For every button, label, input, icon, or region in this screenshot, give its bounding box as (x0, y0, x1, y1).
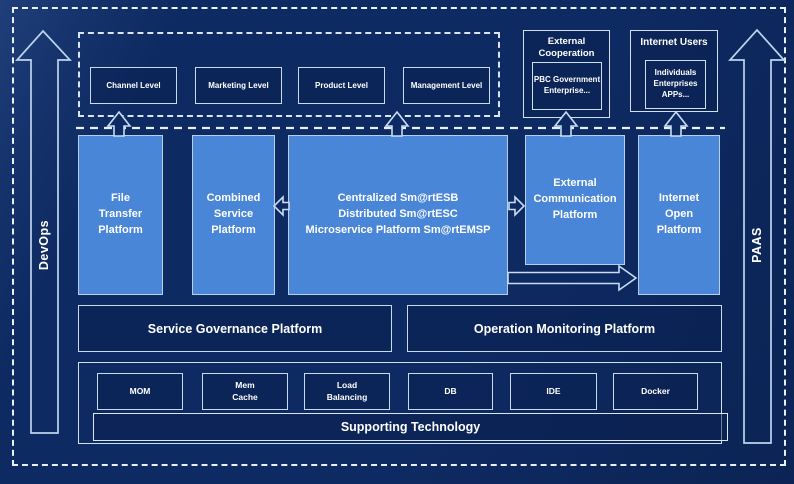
tech-label: Load Balancing (326, 380, 368, 402)
platform-label: File Transfer Platform (98, 192, 143, 236)
tech-box-docker: Docker (613, 373, 698, 410)
tech-label: DB (444, 385, 457, 396)
level-box-management: Management Level (403, 67, 490, 104)
tech-label: Docker (641, 385, 670, 396)
platform-label: Centralized Sm@rtESB Distributed Sm@rtES… (305, 192, 491, 236)
level-label: Management Level (410, 81, 483, 90)
paas-label: PAAS (750, 227, 764, 263)
tech-box-load-balancing: Load Balancing (304, 373, 390, 410)
external-cooperation-box: External Cooperation PBC Government Ente… (523, 30, 610, 118)
platform-label: External Communication Platform (533, 177, 617, 221)
tech-box-mom: MOM (97, 373, 183, 410)
platform-label: Internet Open Platform (656, 192, 702, 236)
tech-label: Mem Cache (232, 380, 258, 402)
level-label: Product Level (315, 81, 368, 90)
internet-open-platform-box: Internet Open Platform (638, 135, 720, 295)
internet-users-members: Individuals Enterprises APPs... (645, 60, 706, 109)
level-box-channel: Channel Level (90, 67, 177, 104)
level-box-marketing: Marketing Level (195, 67, 282, 104)
central-esb-platform-box: Centralized Sm@rtESB Distributed Sm@rtES… (288, 135, 508, 295)
levels-group-dashed-box (78, 32, 500, 117)
service-governance-platform-box: Service Governance Platform (78, 305, 392, 352)
internet-users-title: Internet Users (640, 37, 708, 48)
devops-label: DevOps (37, 219, 51, 271)
platform-label: Combined Service Platform (206, 192, 261, 236)
tech-label: IDE (546, 385, 561, 396)
tech-box-ide: IDE (510, 373, 597, 410)
external-cooperation-title: External Cooperation (538, 36, 595, 59)
supporting-technology-container (78, 362, 722, 444)
tech-box-mem-cache: Mem Cache (202, 373, 288, 410)
governance-label: Operation Monitoring Platform (473, 321, 656, 336)
supporting-technology-bar: Supporting Technology (93, 413, 728, 441)
internet-users-box: Internet Users Individuals Enterprises A… (630, 30, 718, 112)
level-label: Channel Level (106, 81, 161, 90)
level-box-product: Product Level (298, 67, 385, 104)
governance-label: Service Governance Platform (147, 321, 323, 336)
combined-service-platform-box: Combined Service Platform (192, 135, 275, 295)
supporting-technology-label: Supporting Technology (340, 420, 481, 434)
external-communication-platform-box: External Communication Platform (525, 135, 625, 265)
tech-box-db: DB (408, 373, 493, 410)
external-cooperation-members: PBC Government Enterprise... (532, 62, 602, 110)
file-transfer-platform-box: File Transfer Platform (78, 135, 163, 295)
operation-monitoring-platform-box: Operation Monitoring Platform (407, 305, 722, 352)
tech-label: MOM (129, 385, 151, 396)
level-label: Marketing Level (208, 81, 269, 90)
